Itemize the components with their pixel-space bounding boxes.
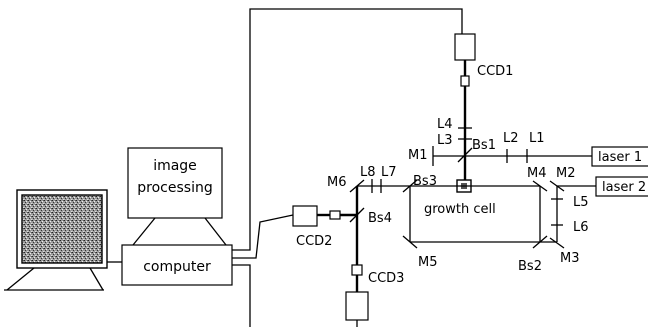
image-processing-label-line1: image xyxy=(153,158,197,174)
l7-label: L7 xyxy=(381,165,397,180)
m3-label: M3 xyxy=(560,251,580,266)
bs4-label: Bs4 xyxy=(368,211,392,226)
laser2-label: laser 2 xyxy=(602,180,646,195)
l8-label: L8 xyxy=(360,165,376,180)
laser1-box xyxy=(591,146,648,167)
l1-label: L1 xyxy=(529,131,545,146)
monitor-frame xyxy=(16,189,108,269)
ccd3-lens xyxy=(351,264,363,276)
ccd1-label: CCD1 xyxy=(477,64,513,79)
m1-label: M1 xyxy=(408,148,428,163)
mirror-m5 xyxy=(402,235,418,249)
monitor xyxy=(4,189,108,291)
m6-label: M6 xyxy=(327,175,347,190)
monitor-screen xyxy=(21,194,103,264)
ccd3-camera xyxy=(345,291,369,321)
bs1-label: Bs1 xyxy=(472,138,496,153)
cable-to-ccd3 xyxy=(232,264,251,327)
l6-label: L6 xyxy=(573,220,589,235)
l2-label: L2 xyxy=(503,131,519,146)
l4-label: L4 xyxy=(437,117,453,132)
computer-label: computer xyxy=(143,259,211,275)
image-processing-box: image processing xyxy=(127,147,223,219)
beamsplitter-bs3 xyxy=(402,179,418,193)
ccd2-lens xyxy=(329,210,341,220)
mirror-m4 xyxy=(532,180,548,192)
mirror-m3 xyxy=(549,237,565,249)
bs3-label: Bs3 xyxy=(413,174,437,189)
laser1-label: laser 1 xyxy=(598,150,642,165)
bs2-label: Bs2 xyxy=(518,259,542,274)
m2-label: M2 xyxy=(556,166,576,181)
ccd1-lens xyxy=(460,75,470,87)
connector-processing-right xyxy=(204,217,227,246)
l5-label: L5 xyxy=(573,195,589,210)
beamsplitter-bs2 xyxy=(532,235,548,249)
m4-label: M4 xyxy=(527,166,547,181)
m5-label: M5 xyxy=(418,255,438,270)
growth-cell-label: growth cell xyxy=(424,202,496,217)
computer-box: computer xyxy=(121,244,233,286)
ccd2-camera xyxy=(292,205,318,227)
l3-label: L3 xyxy=(437,133,453,148)
image-processing-label-line2: processing xyxy=(137,180,212,196)
monitor-leg-left xyxy=(6,267,35,291)
beamsplitter-bs1 xyxy=(457,147,473,163)
connector-processing-left xyxy=(132,217,156,246)
cable-to-ccd1 xyxy=(232,8,463,251)
ccd2-label: CCD2 xyxy=(296,234,332,249)
ccd3-label: CCD3 xyxy=(368,271,404,286)
monitor-leg-right xyxy=(89,267,104,291)
ccd1-camera xyxy=(454,33,476,61)
cable-to-ccd2 xyxy=(232,214,294,259)
